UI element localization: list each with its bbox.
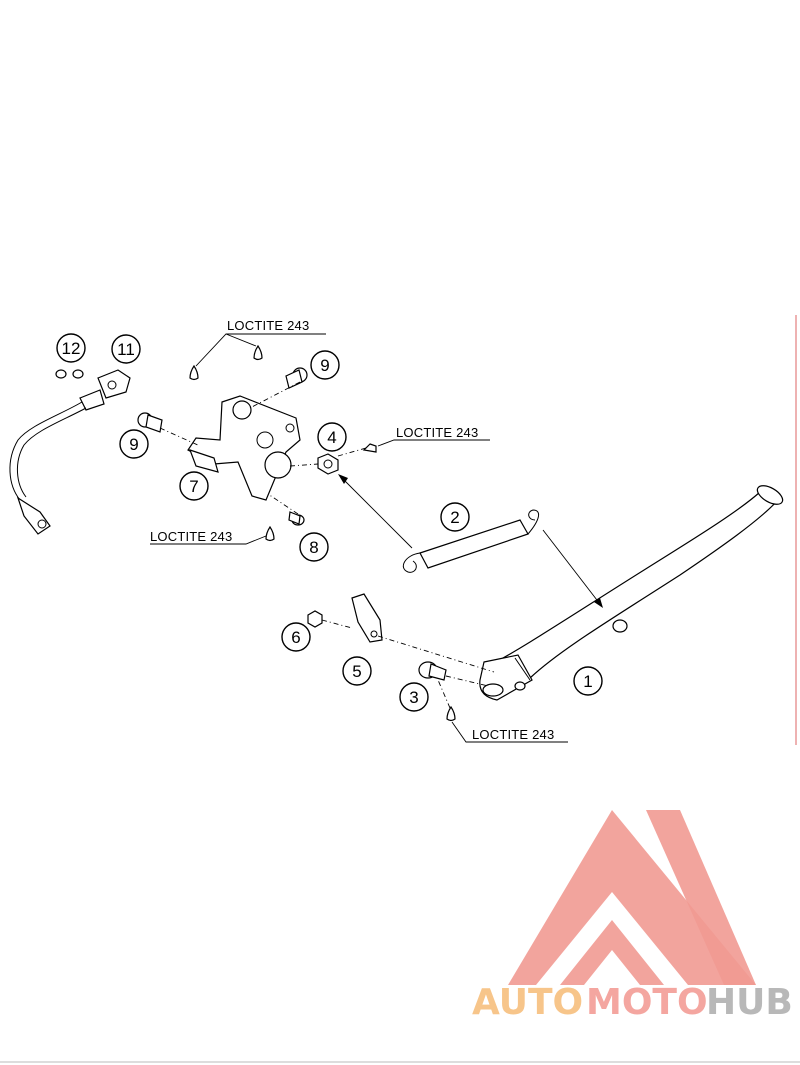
callout-number: 4 bbox=[327, 428, 336, 447]
part-3-bolt bbox=[418, 661, 447, 681]
callout-number: 6 bbox=[291, 628, 300, 647]
automotohub-logo: AUTO MOTO HUB bbox=[472, 810, 793, 1023]
part-8-bolt bbox=[288, 511, 305, 526]
part-5-bracket bbox=[351, 593, 383, 643]
part-callout-11: 11 bbox=[111, 334, 141, 364]
part-callout-8: 8 bbox=[299, 532, 329, 562]
part-11-switch-bracket bbox=[97, 369, 131, 399]
loctite-drop-icon bbox=[189, 364, 199, 381]
assembly-lines bbox=[159, 381, 495, 709]
part-callout-3: 3 bbox=[399, 682, 429, 712]
part-9-bolt-lower bbox=[137, 412, 163, 433]
callout-number: 7 bbox=[189, 477, 198, 496]
loctite-label: LOCTITE 243 bbox=[227, 318, 309, 333]
callout-number: 5 bbox=[352, 662, 361, 681]
callout-number: 2 bbox=[450, 508, 459, 527]
callout-number: 11 bbox=[117, 340, 135, 359]
part-callout-9-upper: 9 bbox=[310, 350, 340, 380]
side-stand-switch-cable bbox=[9, 389, 105, 535]
part-12-screws bbox=[55, 369, 84, 379]
loctite-label: LOCTITE 243 bbox=[472, 727, 554, 742]
loctite-drop-icon bbox=[265, 525, 275, 542]
logo-text-auto: AUTO bbox=[472, 982, 583, 1023]
loctite-drop-icon bbox=[253, 344, 263, 361]
part-2-spring bbox=[402, 509, 540, 573]
callout-number: 8 bbox=[309, 538, 318, 557]
part-1-side-stand-leg bbox=[479, 485, 784, 701]
callout-number: 12 bbox=[62, 339, 81, 358]
assembly-arrows bbox=[338, 474, 603, 608]
part-4-nut bbox=[317, 453, 339, 475]
part-6-nut bbox=[307, 610, 323, 628]
callout-number: 9 bbox=[129, 435, 138, 454]
part-callout-5: 5 bbox=[342, 656, 372, 686]
loctite-label: LOCTITE 243 bbox=[396, 425, 478, 440]
part-callout-9-lower: 9 bbox=[119, 429, 149, 459]
loctite-label: LOCTITE 243 bbox=[150, 529, 232, 544]
loctite-drop-icon bbox=[362, 443, 377, 453]
part-callout-12: 12 bbox=[56, 333, 86, 363]
part-callout-1: 1 bbox=[573, 666, 603, 696]
loctite-drop-icon bbox=[446, 705, 456, 722]
loctite-leaders bbox=[150, 333, 568, 743]
part-7-mounting-bracket bbox=[187, 395, 301, 501]
part-callout-2: 2 bbox=[440, 502, 470, 532]
callout-number: 9 bbox=[320, 356, 329, 375]
part-callout-6: 6 bbox=[281, 622, 311, 652]
logo-text-moto: MOTO bbox=[586, 982, 708, 1023]
part-9-bolt-upper bbox=[285, 367, 308, 389]
part-callout-4: 4 bbox=[317, 422, 347, 452]
callout-number: 1 bbox=[583, 672, 592, 691]
logo-text-hub: HUB bbox=[706, 982, 793, 1023]
part-callout-7: 7 bbox=[179, 471, 209, 501]
callout-number: 3 bbox=[409, 688, 418, 707]
